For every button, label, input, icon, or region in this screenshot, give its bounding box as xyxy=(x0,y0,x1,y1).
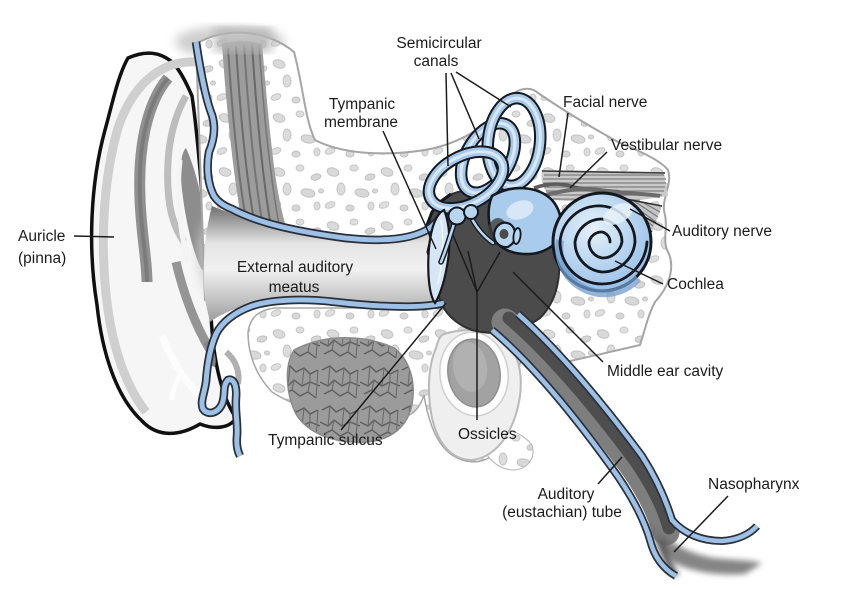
label-tympanic-membrane-2: membrane xyxy=(324,114,398,131)
helix-fold xyxy=(98,57,197,415)
label-auditory-tube-2: (eustachian) tube xyxy=(502,504,622,521)
tongue-highlight xyxy=(175,159,191,263)
eustachian-tube xyxy=(489,308,762,580)
label-middle-ear-cavity: Middle ear cavity xyxy=(607,363,724,380)
cochlea-spiral xyxy=(558,204,649,286)
crus-fold xyxy=(164,94,190,245)
ossicles-pointer-arm-1 xyxy=(452,234,478,293)
vestibular-nerve-cord xyxy=(537,186,661,199)
label-auricle-1: Auricle xyxy=(18,228,65,245)
nasopharynx-pointer xyxy=(673,495,729,553)
label-tympanic-sulcus: Tympanic sulcus xyxy=(268,432,383,449)
label-auditory-nerve: Auditory nerve xyxy=(672,223,772,240)
canal-lining-bottom-blue xyxy=(199,297,445,458)
semicircular-pointer-1 xyxy=(445,72,449,167)
semicircular-canals-structure xyxy=(422,91,547,215)
muscle-fade-top xyxy=(214,28,272,52)
lobe-ridge xyxy=(158,334,201,397)
vestibule-highlight xyxy=(506,200,534,220)
label-external-meatus-2: meatus xyxy=(269,279,320,296)
label-nasopharynx: Nasopharynx xyxy=(708,476,800,493)
tympanic-sulcus-pointer xyxy=(340,302,447,431)
tragus-curl xyxy=(224,349,242,385)
muscle-striation xyxy=(251,43,273,234)
semicircular-pointer-2 xyxy=(450,72,480,140)
pointer-lines xyxy=(73,71,729,553)
label-auricle-2: (pinna) xyxy=(18,250,66,267)
external-auditory-meatus-canal xyxy=(203,206,446,322)
lobe-ridge-branch xyxy=(169,370,185,401)
label-vestibular-nerve: Vestibular nerve xyxy=(611,137,722,154)
label-facial-nerve: Facial nerve xyxy=(563,94,647,111)
label-tympanic-membrane-1: Tympanic xyxy=(329,96,396,113)
skin-lining xyxy=(191,41,449,458)
antihelix-fold-core xyxy=(137,76,170,283)
auricle-pointer xyxy=(73,235,115,238)
tube-lining-right-blue xyxy=(516,312,759,544)
label-external-meatus-1: External auditory xyxy=(237,259,354,276)
temporalis-muscle xyxy=(214,28,288,237)
muscle-striation xyxy=(258,44,281,231)
labels: Semicircular canals Tympanic membrane Fa… xyxy=(18,35,800,521)
muscle-striation xyxy=(235,45,257,232)
crackled-bone-region xyxy=(286,337,414,443)
ossicles-structure xyxy=(438,204,522,265)
nerve-bundle-top-edge xyxy=(541,170,666,174)
stapes-footplate xyxy=(512,227,522,245)
cochlea-structure xyxy=(551,191,653,298)
label-auditory-tube-1: Auditory xyxy=(538,486,595,503)
tube-dark-core xyxy=(502,311,676,535)
tympanic-membrane-pointer xyxy=(382,130,437,250)
middle-ear-pointer xyxy=(512,271,604,363)
condyle-inner-shading xyxy=(452,342,488,392)
label-ossicles: Ossicles xyxy=(458,426,517,443)
vestibular-nerve-pointer xyxy=(569,151,608,189)
nasopharynx-flare-shadow xyxy=(648,522,762,575)
label-semicircular-canals-2: canals xyxy=(414,53,459,70)
cochlea-shade-crescent xyxy=(555,239,641,298)
facial-nerve-pointer xyxy=(558,112,569,178)
malleus-handle xyxy=(439,222,456,264)
cochlea-highlight xyxy=(603,203,633,225)
stapes-hole xyxy=(499,229,509,239)
semicircular-pointer-3 xyxy=(455,71,512,108)
tube-lining-left-blue xyxy=(490,328,678,578)
condyle-fossa xyxy=(427,329,522,462)
eardrum xyxy=(427,208,451,305)
muscle-striation xyxy=(243,43,265,233)
incus-body xyxy=(463,204,479,220)
cochlea-pointer xyxy=(614,260,664,285)
label-cochlea: Cochlea xyxy=(667,276,724,293)
superior-canal-loop xyxy=(481,91,547,193)
canal-lining-top-blue xyxy=(193,41,448,243)
tube-tip-shadow xyxy=(658,540,680,576)
ossicles-pointer-arm-2 xyxy=(467,250,478,293)
incus-process xyxy=(470,217,495,245)
eustachian-pointer xyxy=(597,456,623,485)
label-semicircular-canals-1: Semicircular xyxy=(396,35,481,52)
malleus-head xyxy=(447,206,467,226)
auditory-nerve-pointer xyxy=(629,208,671,232)
lateral-canal-loop xyxy=(422,145,510,215)
ossicles-pointer-arm-3 xyxy=(476,251,501,293)
